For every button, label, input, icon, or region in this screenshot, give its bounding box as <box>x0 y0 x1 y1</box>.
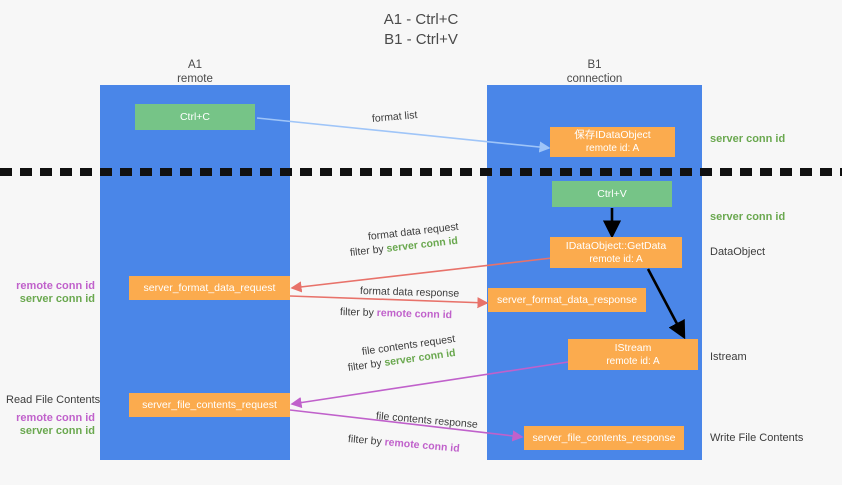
label-right-istream: Istream <box>710 351 747 363</box>
arrow-format-data-request <box>290 257 553 293</box>
box-server-file-contents-request[interactable]: server_file_contents_request <box>129 393 290 417</box>
label-left-remote-conn-id-1: remote conn id <box>16 280 95 292</box>
arrow-file-contents-response <box>289 409 524 442</box>
label-right-write-file-contents: Write File Contents <box>710 432 804 444</box>
box-idataobject-getdata-line1: IDataObject::GetData <box>565 239 667 252</box>
box-server-file-contents-response-label: server_file_contents_response <box>532 431 676 444</box>
box-ctrl-c[interactable]: Ctrl+C <box>135 104 255 130</box>
title-line-2: B1 - Ctrl+V <box>384 31 458 48</box>
lane-header-a1-sub: remote <box>177 73 213 85</box>
box-server-format-data-request[interactable]: server_format_data_request <box>129 276 290 300</box>
box-save-idataobject-line2: remote id: A <box>585 143 640 154</box>
lane-header-a1: A1 remote <box>100 58 290 86</box>
lane-header-a1-name: A1 <box>187 59 203 71</box>
label-left-remote-conn-id-2: remote conn id <box>16 412 95 424</box>
arrow-format-data-response <box>289 295 489 309</box>
box-ctrl-v-label: Ctrl+V <box>597 187 627 200</box>
box-save-idataobject[interactable]: 保存IDataObject remote id: A <box>550 127 675 157</box>
label-left-read-file-contents: Read File Contents <box>6 394 101 406</box>
lane-header-b1: B1 connection <box>487 58 702 86</box>
label-right-server-conn-id-top: server conn id <box>710 133 786 145</box>
box-idataobject-getdata[interactable]: IDataObject::GetData remote id: A <box>550 237 682 268</box>
title-line-1: A1 - Ctrl+C <box>383 11 459 28</box>
box-istream[interactable]: IStream remote id: A <box>568 339 698 370</box>
box-istream-line1: IStream <box>614 341 652 354</box>
label-left-server-conn-id-1: server conn id <box>19 293 95 305</box>
box-idataobject-getdata-line2: remote id: A <box>589 253 643 265</box>
annotation-file-contents-response-filter-pre: filter by <box>347 433 386 449</box>
box-server-format-data-request-label: server_format_data_request <box>143 281 276 294</box>
page-title: A1 - Ctrl+C B1 - Ctrl+V <box>0 10 842 50</box>
phase-divider <box>0 168 842 176</box>
arrow-getdata-to-istream <box>646 268 686 340</box>
lane-header-b1-name: B1 <box>587 59 602 71</box>
label-right-server-conn-id-mid: server conn id <box>710 211 786 223</box>
box-server-file-contents-response[interactable]: server_file_contents_response <box>524 426 684 450</box>
label-left-server-conn-id-2: server conn id <box>19 425 95 437</box>
box-server-format-data-response[interactable]: server_format_data_response <box>488 288 646 312</box>
annotation-format-data-response: format data response <box>359 285 460 300</box>
box-server-file-contents-request-label: server_file_contents_request <box>142 398 277 411</box>
box-ctrl-c-label: Ctrl+C <box>179 110 211 123</box>
annotation-format-data-response-filter-key: remote conn id <box>376 307 453 322</box>
box-istream-line2: remote id: A <box>606 355 660 367</box>
box-server-format-data-response-label: server_format_data_response <box>496 293 638 306</box>
label-right-dataobject: DataObject <box>710 246 766 258</box>
annotation-format-data-response-filter-pre: filter by <box>339 306 377 320</box>
lane-header-b1-sub: connection <box>566 73 623 85</box>
box-save-idataobject-line1: 保存IDataObject <box>574 129 651 141</box>
box-ctrl-v[interactable]: Ctrl+V <box>552 181 672 207</box>
arrow-format-list <box>256 117 551 153</box>
arrow-file-contents-request <box>290 361 569 409</box>
